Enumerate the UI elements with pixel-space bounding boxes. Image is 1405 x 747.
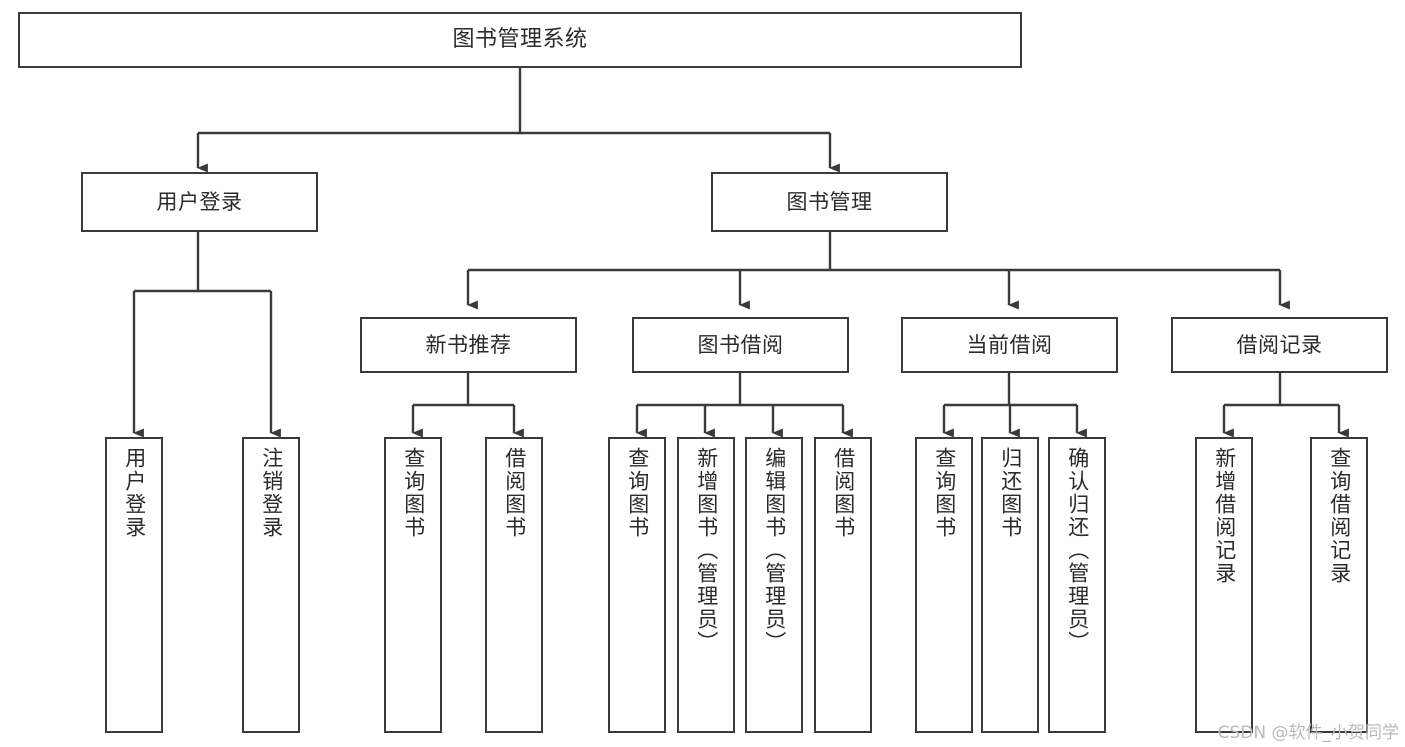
leaf-query-book-2-label: 查询图书 xyxy=(625,447,650,539)
node-book-borrow-label: 图书借阅 xyxy=(697,332,784,357)
leaf-add-book[interactable]: 新增图书（管理员） xyxy=(677,437,735,733)
node-user-login-label: 用户登录 xyxy=(156,189,243,214)
node-borrow-record-label: 借阅记录 xyxy=(1236,332,1323,357)
leaf-query-book-1[interactable]: 查询图书 xyxy=(384,437,442,733)
leaf-query-book-3-label: 查询图书 xyxy=(932,447,957,539)
leaf-edit-book[interactable]: 编辑图书（管理员） xyxy=(745,437,803,733)
leaf-add-book-label: 新增图书（管理员） xyxy=(694,447,719,654)
leaf-add-record[interactable]: 新增借阅记录 xyxy=(1195,437,1253,733)
leaf-query-book-1-label: 查询图书 xyxy=(401,447,426,539)
leaf-user-login[interactable]: 用户登录 xyxy=(105,437,163,733)
node-book-manage[interactable]: 图书管理 xyxy=(711,172,948,232)
node-root[interactable]: 图书管理系统 xyxy=(18,12,1022,68)
node-new-book-recommend[interactable]: 新书推荐 xyxy=(360,317,577,373)
watermark: CSDN @软件_小贺同学 xyxy=(1217,723,1399,743)
leaf-borrow-book-2-label: 借阅图书 xyxy=(831,447,856,539)
node-book-manage-label: 图书管理 xyxy=(786,189,873,214)
leaf-borrow-book-1-label: 借阅图书 xyxy=(502,447,527,539)
node-current-borrow-label: 当前借阅 xyxy=(966,332,1053,357)
leaf-edit-book-label: 编辑图书（管理员） xyxy=(762,447,787,654)
leaf-return-book[interactable]: 归还图书 xyxy=(981,437,1039,733)
leaf-user-logout[interactable]: 注销登录 xyxy=(242,437,300,733)
leaf-query-book-3[interactable]: 查询图书 xyxy=(915,437,973,733)
leaf-confirm-return-label: 确认归还（管理员） xyxy=(1065,447,1090,654)
node-user-login[interactable]: 用户登录 xyxy=(81,172,318,232)
leaf-user-login-label: 用户登录 xyxy=(122,447,147,539)
leaf-add-record-label: 新增借阅记录 xyxy=(1212,447,1237,585)
leaf-query-record-label: 查询借阅记录 xyxy=(1327,447,1352,585)
leaf-confirm-return[interactable]: 确认归还（管理员） xyxy=(1048,437,1106,733)
node-current-borrow[interactable]: 当前借阅 xyxy=(901,317,1118,373)
leaf-return-book-label: 归还图书 xyxy=(998,447,1023,539)
leaf-borrow-book-1[interactable]: 借阅图书 xyxy=(485,437,543,733)
leaf-user-logout-label: 注销登录 xyxy=(259,447,284,539)
leaf-query-book-2[interactable]: 查询图书 xyxy=(608,437,666,733)
leaf-borrow-book-2[interactable]: 借阅图书 xyxy=(814,437,872,733)
node-book-borrow[interactable]: 图书借阅 xyxy=(632,317,849,373)
leaf-query-record[interactable]: 查询借阅记录 xyxy=(1310,437,1368,733)
node-borrow-record[interactable]: 借阅记录 xyxy=(1171,317,1388,373)
node-root-label: 图书管理系统 xyxy=(452,27,588,53)
node-new-book-recommend-label: 新书推荐 xyxy=(425,332,512,357)
